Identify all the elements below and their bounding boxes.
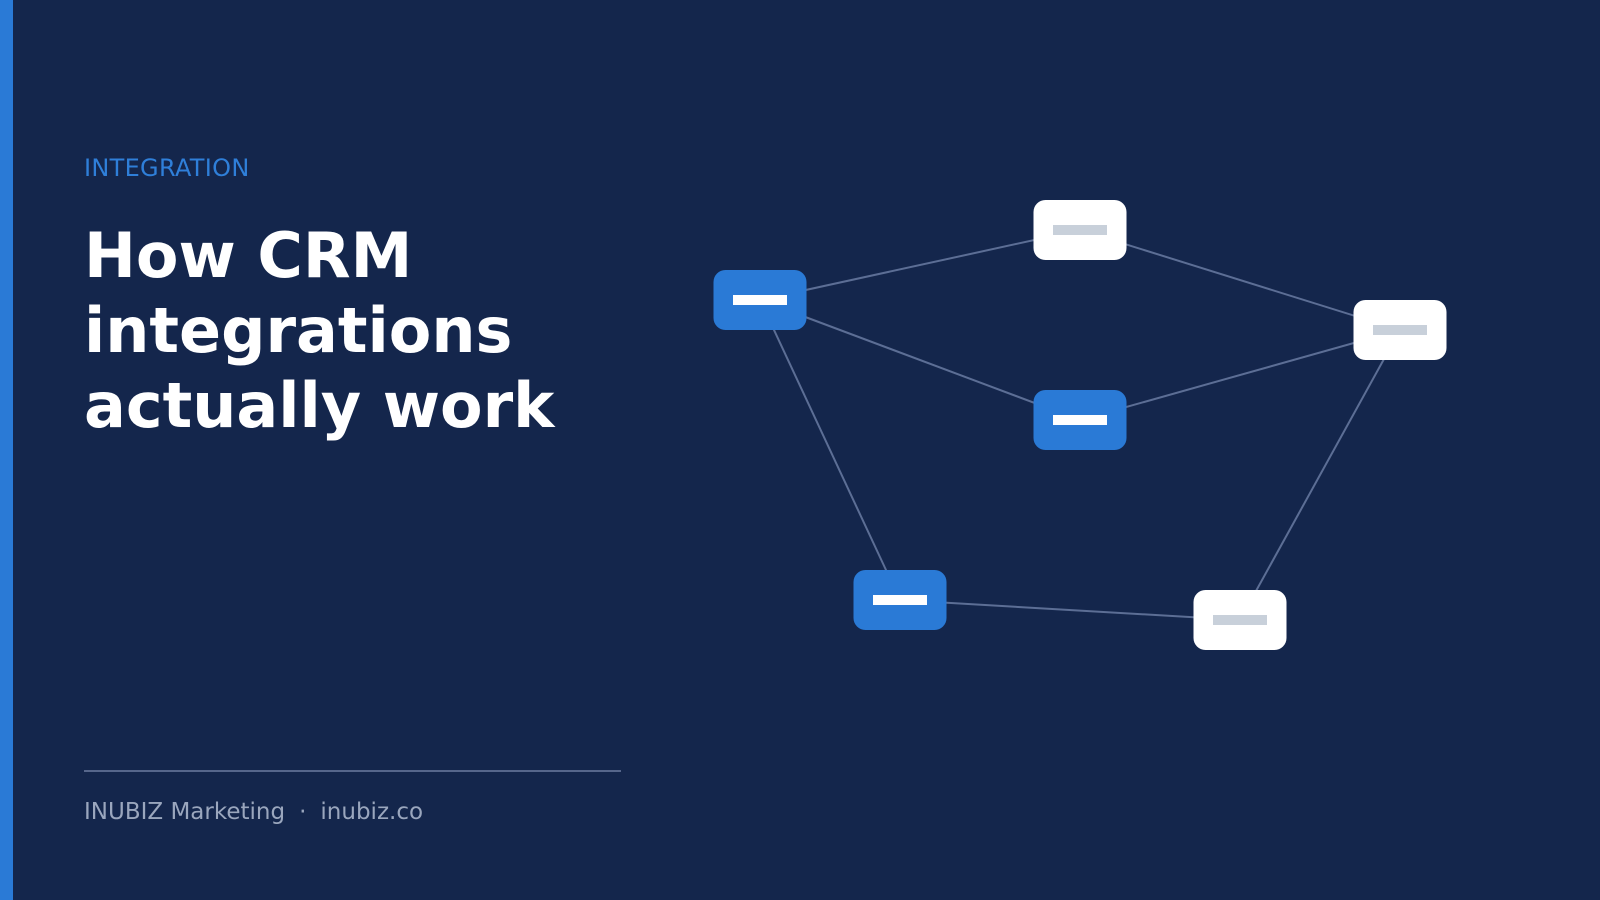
- slide-title: How CRM integrations actually work: [84, 218, 644, 443]
- node-n3: [1033, 390, 1127, 450]
- diagram-nodes: [713, 200, 1447, 650]
- footer: INUBIZ Marketing · inubiz.co: [84, 799, 423, 825]
- edge-n1-n2: [759, 229, 1081, 301]
- diagram-edges: [759, 229, 1401, 621]
- accent-bar: [0, 0, 13, 900]
- edge-n3-n4: [1079, 329, 1401, 421]
- footer-divider: [84, 770, 621, 772]
- node-n4: [1353, 300, 1447, 360]
- node-n1: [713, 270, 807, 330]
- title-line-1: How CRM: [84, 219, 413, 292]
- node-placeholder-bar: [1053, 225, 1107, 235]
- edge-n1-n3: [759, 299, 1081, 421]
- eyebrow-label: INTEGRATION: [84, 154, 250, 182]
- node-placeholder-bar: [1053, 415, 1107, 425]
- node-placeholder-bar: [1373, 325, 1427, 335]
- node-placeholder-bar: [733, 295, 787, 305]
- footer-company: INUBIZ Marketing: [84, 799, 286, 825]
- footer-separator: ·: [299, 799, 307, 825]
- node-placeholder-bar: [873, 595, 927, 605]
- title-line-3: actually work: [84, 369, 555, 442]
- edge-n2-n4: [1079, 229, 1401, 331]
- node-n5: [853, 570, 947, 630]
- edge-n5-n6: [899, 599, 1241, 621]
- node-placeholder-bar: [1213, 615, 1267, 625]
- edge-n4-n6: [1239, 329, 1401, 621]
- title-line-2: integrations: [84, 294, 513, 367]
- edge-n1-n5: [759, 299, 901, 601]
- footer-site: inubiz.co: [320, 799, 424, 825]
- node-n2: [1033, 200, 1127, 260]
- node-n6: [1193, 590, 1287, 650]
